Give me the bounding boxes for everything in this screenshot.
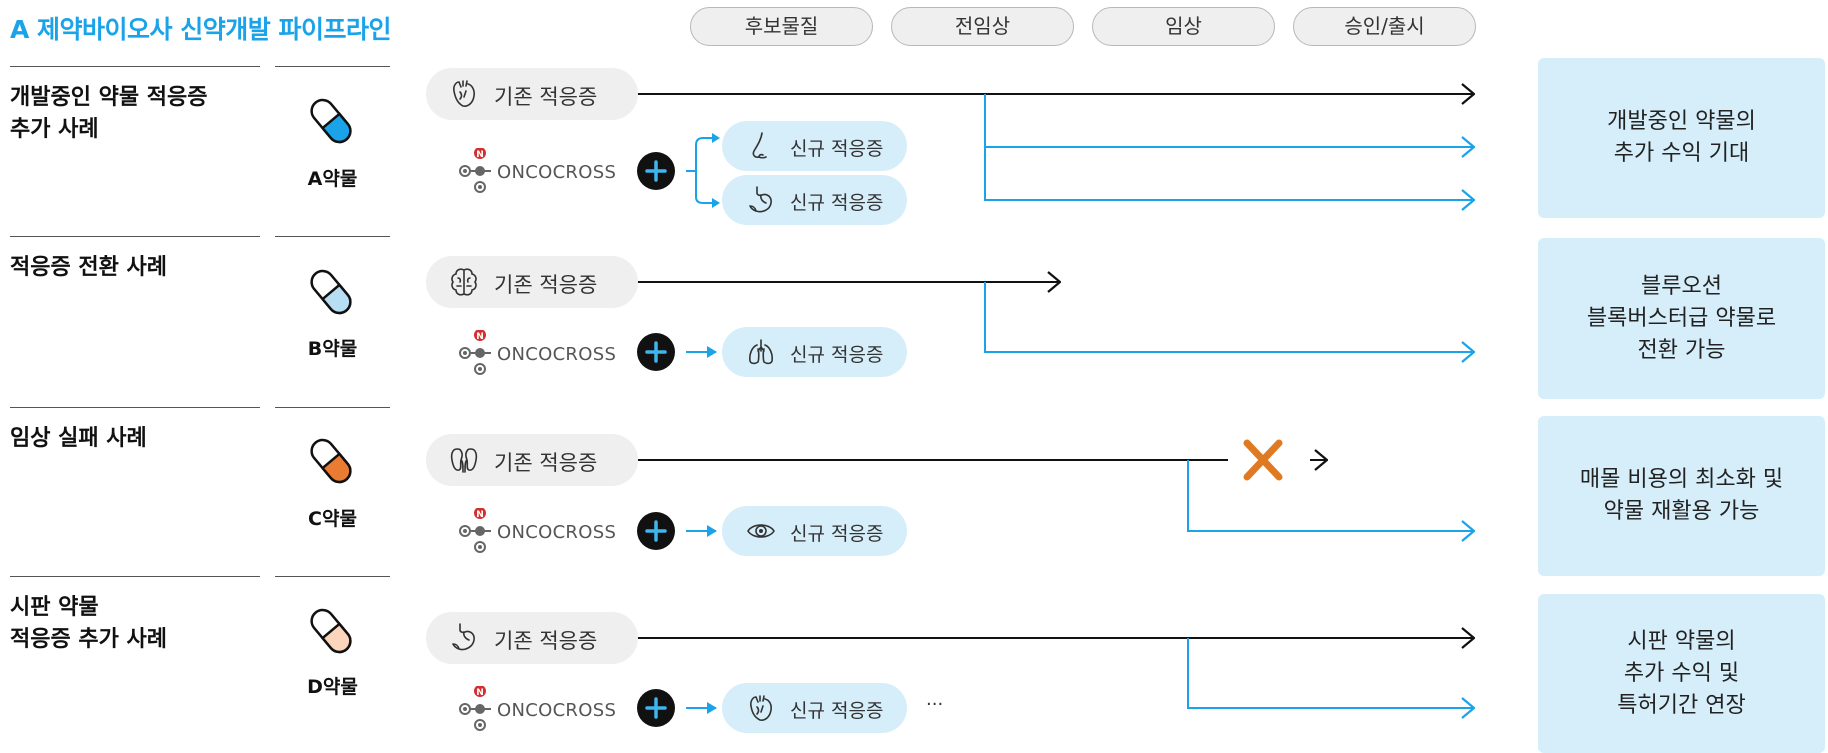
drug-label-d: D약물 [307, 676, 358, 698]
stomach-icon [749, 186, 772, 213]
plus-icon [637, 152, 675, 190]
kidney-icon [450, 448, 478, 473]
existing-indication-label: 기존 적응증 [494, 451, 598, 475]
oncocross-icon: N [459, 685, 491, 731]
oncocross-logo: N ONCOCROSS [457, 147, 627, 196]
lungs-icon [749, 339, 773, 365]
stage-clinical: 임상 [1092, 7, 1275, 46]
new-line-a2 [984, 147, 1474, 200]
case-title-a: 개발중인 약물 적응증 추가 사례 [10, 85, 208, 142]
new-indication-label: 신규 적응증 [790, 192, 884, 214]
divider [10, 407, 260, 408]
svg-text:N: N [476, 510, 484, 520]
pill-icon-c [310, 438, 352, 484]
new-line-b [984, 282, 1474, 352]
plus-icon [637, 333, 675, 371]
divider [275, 576, 390, 577]
stage-preclinical: 전임상 [891, 7, 1074, 46]
oncocross-label: ONCOCROSS [497, 522, 617, 543]
heart-icon [750, 695, 772, 721]
brain-icon [451, 268, 477, 296]
svg-text:N: N [476, 150, 484, 160]
new-line-a1 [984, 94, 1474, 147]
pill-icon-d [310, 608, 352, 654]
result-box-a: 개발중인 약물의 추가 수익 기대 [1538, 58, 1825, 218]
pill-icon-b [310, 269, 352, 315]
divider [275, 236, 390, 237]
stage-approval: 승인/출시 [1293, 7, 1476, 46]
stomach-icon [452, 623, 475, 651]
branch-connector-a [686, 137, 716, 204]
new-indication-label: 신규 적응증 [790, 344, 884, 366]
new-line-d [1187, 638, 1474, 708]
existing-indication-label: 기존 적응증 [494, 629, 598, 653]
oncocross-logo: N ONCOCROSS [457, 329, 627, 378]
more-ellipsis: ··· [926, 694, 944, 715]
existing-indication-label: 기존 적응증 [494, 273, 598, 297]
existing-indication-b: 기존 적응증 [426, 256, 638, 308]
plus-icon [637, 512, 675, 550]
plus-icon [637, 689, 675, 727]
fail-x-icon [1243, 439, 1283, 481]
oncocross-logo: N ONCOCROSS [457, 507, 627, 556]
pill-icon-a [310, 98, 352, 144]
divider [10, 236, 260, 237]
new-indication-c: 신규 적응증 [722, 506, 907, 556]
divider [275, 407, 390, 408]
new-indication-a2: 신규 적응증 [722, 175, 907, 225]
nose-icon [752, 132, 767, 159]
divider [275, 66, 390, 67]
oncocross-label: ONCOCROSS [497, 162, 617, 183]
divider [10, 576, 260, 577]
oncocross-label: ONCOCROSS [497, 344, 617, 365]
svg-text:N: N [476, 332, 484, 342]
svg-text:N: N [476, 688, 484, 698]
heart-icon [453, 80, 475, 107]
new-indication-d: 신규 적응증 [722, 683, 907, 733]
oncocross-icon: N [459, 147, 491, 193]
result-box-c: 매몰 비용의 최소화 및 약물 재활용 가능 [1538, 416, 1825, 576]
case-title-c: 임상 실패 사례 [10, 426, 147, 451]
case-title-d: 시판 약물 적응증 추가 사례 [10, 595, 167, 652]
divider [10, 66, 260, 67]
case-title-b: 적응증 전환 사례 [10, 255, 167, 280]
existing-indication-c: 기존 적응증 [426, 434, 638, 486]
new-line-c [1187, 460, 1474, 531]
page-title: A 제약바이오사 신약개발 파이프라인 [10, 15, 391, 44]
drug-label-b: B약물 [307, 338, 358, 360]
existing-indication-a: 기존 적응증 [426, 68, 638, 120]
existing-indication-label: 기존 적응증 [494, 85, 598, 109]
eye-icon [747, 524, 775, 538]
new-indication-a1: 신규 적응증 [722, 121, 907, 171]
stage-candidate: 후보물질 [690, 7, 873, 46]
result-box-d: 시판 약물의 추가 수익 및 특허기간 연장 [1538, 594, 1825, 753]
drug-label-a: A약물 [307, 168, 358, 190]
result-box-b: 블루오션 블록버스터급 약물로 전환 가능 [1538, 238, 1825, 399]
new-indication-label: 신규 적응증 [790, 523, 884, 545]
new-indication-b: 신규 적응증 [722, 327, 907, 377]
oncocross-logo: N ONCOCROSS [457, 685, 627, 734]
oncocross-label: ONCOCROSS [497, 700, 617, 721]
oncocross-icon: N [459, 507, 491, 553]
new-indication-label: 신규 적응증 [790, 138, 884, 160]
existing-indication-d: 기존 적응증 [426, 612, 638, 664]
oncocross-icon: N [459, 329, 491, 375]
new-indication-label: 신규 적응증 [790, 700, 884, 722]
drug-label-c: C약물 [308, 508, 357, 530]
